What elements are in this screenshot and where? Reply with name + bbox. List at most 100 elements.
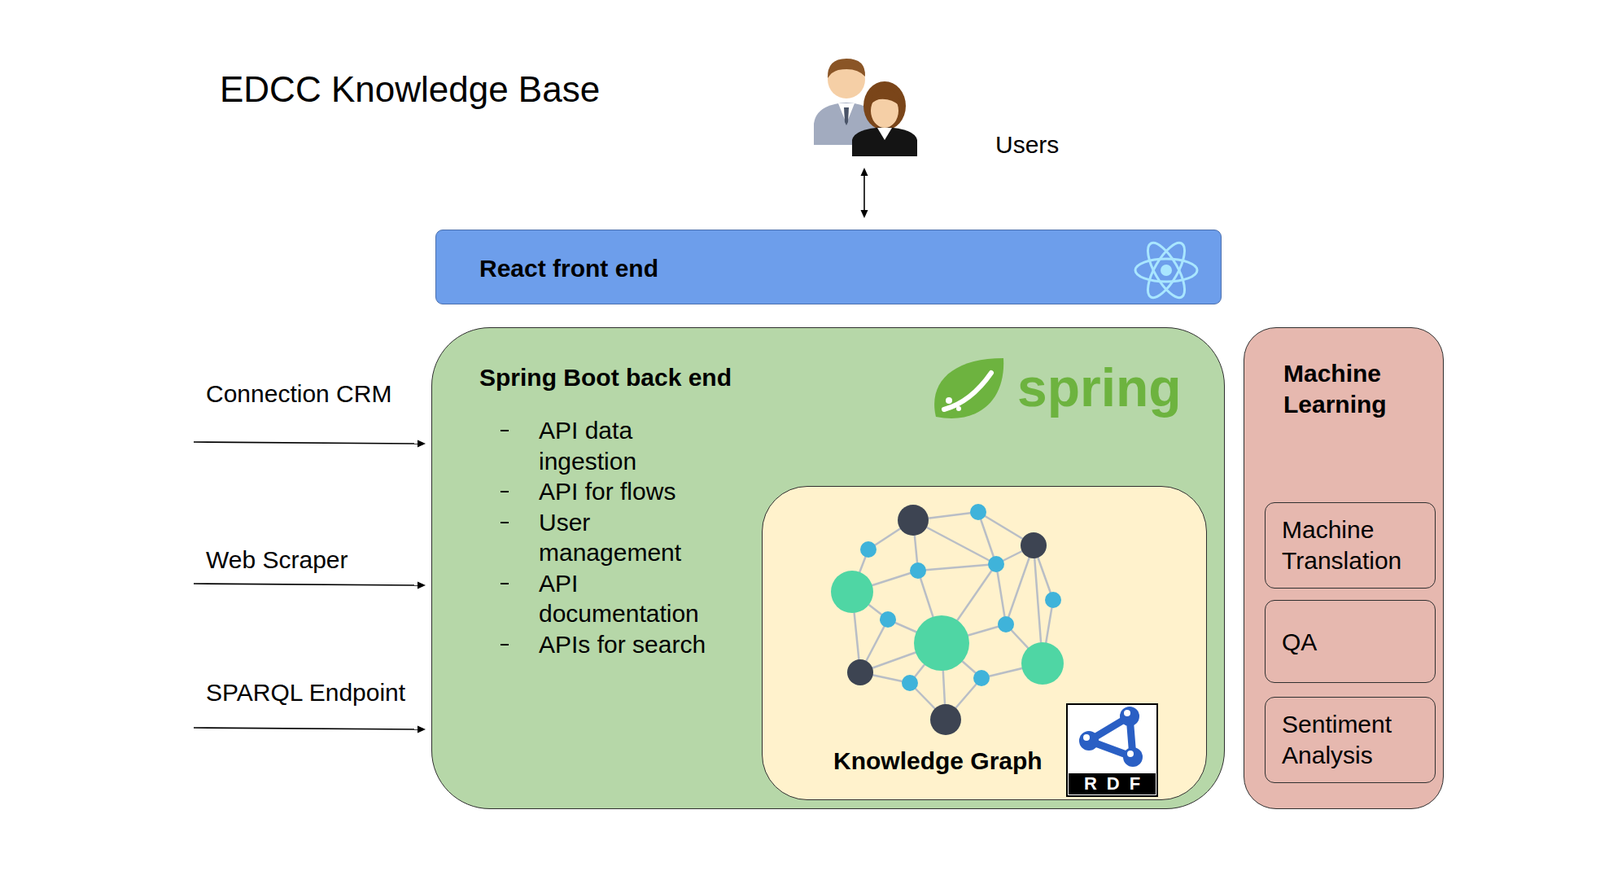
user-hair [863,81,906,131]
rdf-atom [1123,747,1143,767]
graph-node [847,659,874,686]
user-hair [827,58,866,79]
label-wrap: Web Scraper [205,544,349,576]
ml-service-box: QA [1264,599,1436,683]
arrow-head [417,440,426,448]
react-orbit [1140,237,1192,303]
bullet-text: User management [538,507,717,569]
spring-leaf [934,358,1004,419]
graph-illustration [830,503,1064,735]
rdf-atom-shine [1123,709,1131,717]
graph-hub [1021,642,1064,685]
user-body [852,126,918,157]
user-head [870,93,899,128]
react-orbit [1135,258,1198,282]
user-body [813,102,879,145]
spring-leaf-dot [945,397,953,404]
text-wrap: QA [1281,626,1422,658]
graph-dot [987,555,1005,573]
label-wrap: SPARQL Endpoint [205,677,406,709]
arrow-head [861,209,869,219]
text-wrap: Machine Learning [1283,358,1414,420]
graph-node [930,703,962,735]
graph-dot [997,616,1015,633]
arrow-line [193,441,420,444]
input-source-label: Connection CRM [205,378,392,410]
graph-hub [830,570,874,613]
rdf-logo-text: RDF [1074,773,1150,795]
bullet-dash [500,429,509,432]
box-heading: Machine Learning [1283,358,1414,420]
label-wrap: spring [1017,360,1182,415]
bullet-item: APIs for search [538,629,717,661]
arrow-line [863,173,866,213]
label-wrap: Connection CRM [205,378,392,410]
rdf-atom-shine [1127,750,1134,757]
input-source-label: Web Scraper [205,544,349,576]
spring-logo [934,358,1004,419]
text-wrap: Machine Translation [1281,514,1422,576]
label-wrap: Users [995,129,1059,161]
rdf-logo-band [1068,773,1156,795]
user-head [827,61,866,99]
react-logo [1135,237,1198,303]
rdf-atom [1079,730,1099,751]
input-arrows [193,440,426,734]
bullet-text: API data ingestion [538,415,717,477]
spring-leaf-dot [956,406,962,411]
text-wrap: React front end [479,253,822,285]
graph-dot [909,562,927,579]
arrow-head [417,581,426,590]
users-label: Users [995,129,1059,161]
rdf-logo-frame [1066,703,1158,796]
ml-service-box: Machine Translation [1264,502,1436,589]
text-wrap: Sentiment Analysis [1281,708,1422,770]
bullet-dash [500,490,509,493]
text-wrap: Knowledge Graph [833,745,1094,777]
rdf-logo [1066,703,1158,796]
bullet-item: API for flows [538,476,717,508]
box-label: Machine Translation [1281,514,1422,576]
arrow-head [861,167,869,176]
ml-service-box: Sentiment Analysis [1264,696,1436,783]
bullet-list: API data ingestionAPI for flowsUser mana… [538,415,717,660]
box-label: QA [1281,626,1317,658]
box-heading: React front end [479,253,659,285]
user-hair [869,89,901,108]
label-wrap: RDF [1068,773,1156,795]
bullet-item: User management [538,507,717,569]
double-arrow [861,167,869,219]
knowledge-graph-box: Knowledge Graph [761,485,1207,800]
rdf-molecule [1088,716,1133,757]
rdf-atom [1119,706,1140,726]
graph-dot [860,541,877,558]
box-label: Sentiment Analysis [1281,708,1422,770]
graph-node [1020,532,1047,559]
users-icon [813,58,918,157]
arrow-line [193,727,420,730]
graph-links [852,511,1054,720]
bullet-item: API data ingestion [538,415,717,477]
arrow-line [193,583,420,586]
input-source-label: SPARQL Endpoint [205,677,406,709]
title-wrap: EDCC Knowledge Base [219,67,600,111]
box-heading: Knowledge Graph [833,745,1043,777]
graph-dot [970,503,987,521]
graph-dot [973,669,990,687]
react-core [1160,264,1172,276]
bullet-dash [500,582,509,585]
graph-dot [901,674,919,691]
arrow-head [417,725,426,734]
bullet-dash [500,521,509,524]
graph-dot [1044,591,1062,608]
box-heading: Spring Boot back end [479,362,732,394]
bullet-dash [500,643,509,646]
graph-dot [879,611,897,628]
frontend-bar: React front end [435,229,1222,305]
user-shirt [838,103,855,124]
graph-hub [913,615,970,671]
spring-leaf-vein [944,372,992,410]
bullet-text: API documentation [538,568,717,630]
